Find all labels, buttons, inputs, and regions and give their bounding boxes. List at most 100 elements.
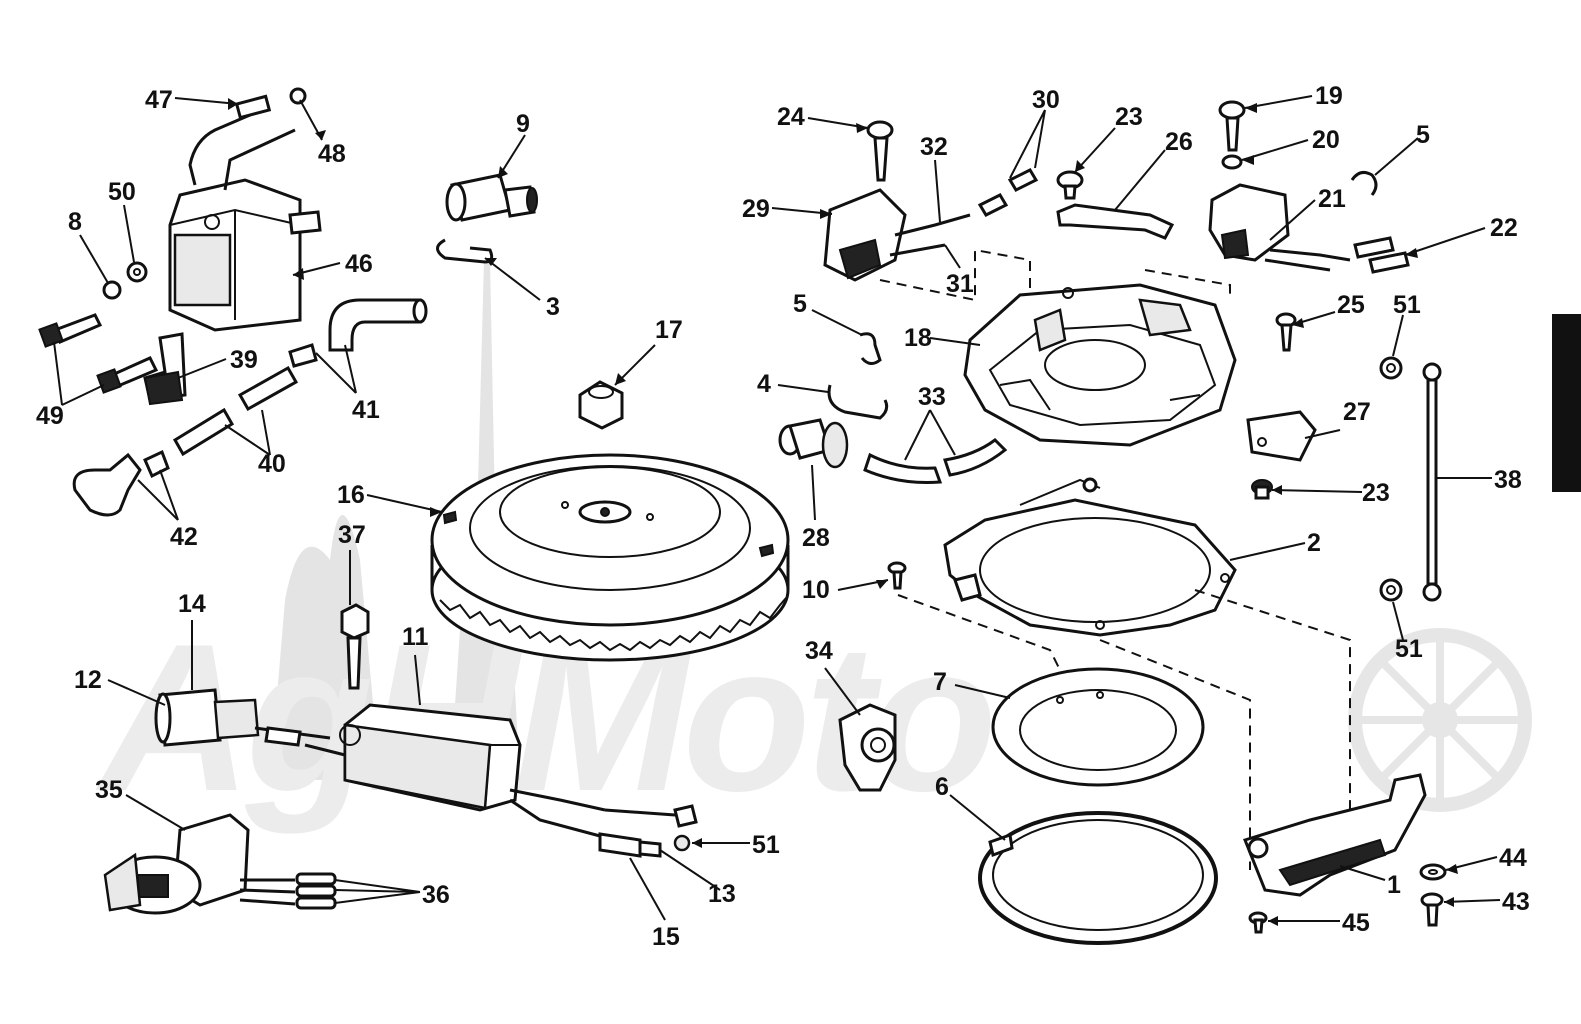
- callout-32: 32: [920, 133, 948, 161]
- callout-17: 17: [655, 316, 683, 344]
- sensor-coil-21: [1208, 183, 1351, 272]
- boot-41: [288, 298, 428, 368]
- spark-plug-lead-9: [445, 173, 538, 222]
- screw-24: [866, 120, 894, 182]
- washer-8: [102, 280, 122, 300]
- washer-51-lower: [673, 834, 691, 852]
- callout-20: 20: [1312, 126, 1340, 154]
- screw-10: [887, 561, 907, 590]
- strap-26: [1056, 203, 1175, 240]
- callout-26: 26: [1165, 128, 1193, 156]
- callout-23-lower: 23: [1362, 479, 1390, 507]
- callout-18: 18: [904, 324, 932, 352]
- callout-3: 3: [546, 293, 560, 321]
- callout-51-mid: 51: [1395, 635, 1423, 663]
- callout-5-upper: 5: [1416, 121, 1430, 149]
- screw-37: [340, 603, 370, 690]
- callout-45: 45: [1342, 909, 1370, 937]
- screw-25: [1275, 312, 1297, 352]
- callout-9: 9: [516, 110, 530, 138]
- nut-51-upper: [1379, 356, 1403, 380]
- assembly-line-7: [1099, 639, 1251, 870]
- callout-29: 29: [742, 195, 770, 223]
- stator-plate-18: [963, 283, 1237, 447]
- screw-23-lower: [1251, 479, 1273, 500]
- arrowheads: [228, 98, 1458, 926]
- retainer-plate-2: [943, 477, 1237, 637]
- callout-8: 8: [68, 208, 82, 236]
- screw-49-upper: [38, 313, 103, 348]
- callout-1: 1: [1387, 871, 1401, 899]
- callout-38: 38: [1494, 466, 1522, 494]
- washer-20: [1221, 154, 1243, 170]
- connector-12-14: [154, 688, 331, 747]
- screw-43: [1420, 892, 1444, 927]
- boot-42: [72, 449, 170, 517]
- callout-44: 44: [1499, 844, 1527, 872]
- ground-strap-38: [1422, 362, 1442, 602]
- callout-25: 25: [1337, 291, 1365, 319]
- callout-4: 4: [757, 370, 771, 398]
- screw-19: [1218, 100, 1246, 152]
- clip-5-lower: [859, 332, 882, 365]
- callout-6: 6: [935, 773, 949, 801]
- callout-35: 35: [95, 776, 123, 804]
- retainer-27: [1246, 410, 1317, 462]
- screw-45: [1248, 911, 1268, 934]
- callout-10: 10: [802, 576, 830, 604]
- assembly-line-10: [897, 594, 1061, 671]
- callout-13: 13: [708, 880, 736, 908]
- washer-44: [1419, 863, 1447, 881]
- callout-42: 42: [170, 523, 198, 551]
- wires-36: [239, 872, 337, 910]
- throttle-arm-1: [1243, 773, 1427, 897]
- callout-50: 50: [108, 178, 136, 206]
- callout-23-upper: 23: [1115, 103, 1143, 131]
- wires-22: [1353, 236, 1410, 274]
- washer-50: [126, 261, 148, 283]
- retainer-ring-7: [991, 667, 1205, 787]
- callout-47: 47: [145, 86, 173, 114]
- screw-49-lower: [96, 356, 159, 394]
- callout-49: 49: [36, 402, 64, 430]
- callout-15: 15: [652, 923, 680, 951]
- sensor-15: [598, 832, 662, 858]
- callout-14: 14: [178, 590, 206, 618]
- callout-27: 27: [1343, 398, 1371, 426]
- callout-34: 34: [805, 637, 833, 665]
- clip-3: [436, 238, 494, 264]
- callout-labels: 47 48 50 8 46 49 39 41 40 42 9 3 17 16 3…: [36, 82, 1530, 951]
- watermark-dome: [270, 515, 380, 780]
- watermark-wheel: [1348, 628, 1532, 812]
- assembly-line-2: [1194, 589, 1351, 810]
- callout-37: 37: [338, 521, 366, 549]
- callout-28: 28: [802, 524, 830, 552]
- nut-51-mid: [1379, 578, 1403, 602]
- callout-21: 21: [1318, 185, 1346, 213]
- clip-39: [143, 332, 187, 406]
- callout-24: 24: [777, 103, 805, 131]
- flywheel-16: [430, 453, 790, 662]
- nut-17: [578, 380, 624, 430]
- clip-5-upper: [1350, 170, 1378, 196]
- sleeve-40-upper: [237, 365, 299, 412]
- lead-28: [778, 418, 849, 469]
- callout-22: 22: [1490, 214, 1518, 242]
- callout-36: 36: [422, 881, 450, 909]
- callout-30: 30: [1032, 86, 1060, 114]
- callout-11: 11: [402, 623, 429, 651]
- callout-7: 7: [933, 668, 947, 696]
- callout-46: 46: [345, 250, 373, 278]
- power-pack-11: [304, 703, 698, 838]
- page-edge-tab: [1552, 314, 1581, 492]
- screw-23-upper: [1056, 170, 1084, 200]
- callout-51-upper: 51: [1393, 291, 1421, 319]
- rectifier-35: [103, 813, 250, 915]
- callout-12: 12: [74, 666, 102, 694]
- callout-39: 39: [230, 346, 258, 374]
- charge-coil-29: [823, 188, 971, 282]
- clip-4: [827, 384, 889, 420]
- retaining-ring-6: [978, 811, 1218, 945]
- callout-51-lower: 51: [752, 831, 780, 859]
